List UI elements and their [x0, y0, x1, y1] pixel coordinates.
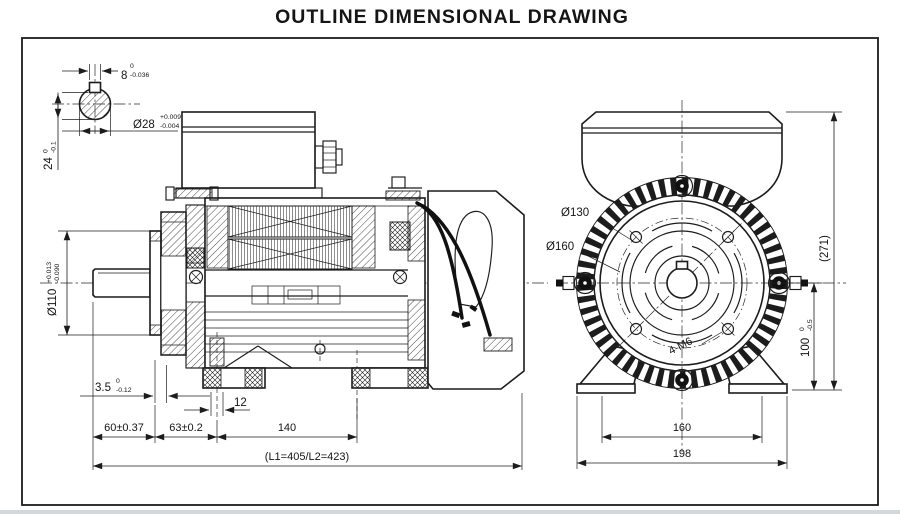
dim-shaft-diameter: Ø28 +0.009 -0.004	[62, 106, 181, 136]
label-flange-diameter: Ø160	[546, 241, 621, 273]
dim-key-height: 24 0 -0.1	[43, 92, 92, 170]
shaft-center-height-label: 100	[800, 338, 812, 357]
mounting-flange	[160, 211, 187, 356]
shaft-center-height-tol-lower: -0.5	[807, 319, 814, 331]
dim-key-width: 8 0 -0.036	[62, 63, 149, 82]
rear-endbell	[407, 205, 426, 262]
shaft-to-foot-label: 63±0.2	[169, 422, 203, 434]
spigot-depth-label: 3.5	[95, 382, 111, 394]
foot-overall-width-label: 198	[673, 448, 691, 460]
key-height-tol-upper: 0	[43, 149, 50, 153]
spigot-diameter-tol-upper: +0.013	[46, 262, 53, 283]
key-width-tol-lower: -0.036	[130, 72, 149, 79]
spigot-circle	[629, 230, 735, 336]
tie-rod-bolts	[165, 176, 422, 201]
dim-spigot-diameter: Ø110 +0.013 -0.090	[46, 230, 150, 336]
spigot-depth-tol-lower: -0.12	[116, 387, 132, 394]
key-height-tol-lower: -0.1	[51, 141, 58, 153]
stator-body	[204, 197, 426, 420]
label-bolt-circle-diameter: Ø130	[561, 207, 634, 242]
motor-feet-side	[202, 367, 429, 389]
foot-hole-width-label: 12	[234, 397, 247, 409]
spigot-diameter-tol-lower: -0.090	[54, 264, 61, 283]
flange-web-arcs	[621, 222, 743, 344]
shaft-diameter-label: Ø28	[133, 119, 155, 131]
front-bearing	[186, 247, 205, 269]
capacitor	[454, 210, 493, 308]
shaft-diameter-tol-upper: +0.009	[160, 114, 181, 121]
dim-spigot-depth: 3.5 0 -0.12	[80, 360, 210, 403]
key-height-label: 24	[43, 157, 55, 170]
bolt-circle-diameter-label: Ø130	[561, 207, 589, 219]
dim-shaft-center-height: 100 0 -0.5	[768, 282, 822, 390]
page-bottom-edge	[0, 510, 900, 514]
end-view: Ø130 Ø160 4-M6 (271) 100 0 -0.5	[546, 100, 846, 469]
flange-diameter-label: Ø160	[546, 241, 574, 253]
page-title: OUTLINE DIMENSIONAL DRAWING	[275, 6, 629, 28]
rear-bearing	[389, 221, 411, 251]
spigot-depth-tol-upper: 0	[116, 378, 120, 385]
capacitor-cover	[415, 190, 525, 390]
dim-foot-hole-width: 12	[184, 392, 250, 416]
dim-bottom-chain: 60±0.37 63±0.2 140 (L1=405/L2=423)	[92, 302, 523, 470]
flange-bolt-holes	[629, 230, 735, 336]
foot-hole-spacing-label: 160	[673, 422, 691, 434]
bolt-circle	[616, 217, 748, 349]
motor-feet-front	[576, 345, 788, 394]
frame-ribs	[205, 311, 408, 353]
shaft-end-circle	[666, 267, 698, 299]
keyway-front	[675, 260, 689, 270]
overall-length-label: (L1=405/L2=423)	[265, 451, 349, 463]
keyway	[88, 81, 102, 94]
nameplate	[251, 285, 341, 305]
shaft-diameter-tol-lower: -0.004	[160, 123, 179, 130]
dim-overall-height: (271)	[786, 111, 842, 391]
front-endbell	[185, 204, 206, 369]
shaft-extension-label: 60±0.37	[104, 422, 144, 434]
dim-foot-widths: 160 198	[576, 396, 788, 469]
flange-spigot	[149, 230, 162, 336]
key-width-label: 8	[121, 70, 127, 82]
stator-windings	[227, 205, 353, 270]
terminal-box-front	[581, 111, 783, 207]
shaft-boss-circle	[654, 255, 710, 311]
shaft-center-height-tol-upper: 0	[799, 327, 806, 331]
rotor-vent-arcs	[643, 244, 721, 322]
spigot-diameter-label: Ø110	[47, 289, 59, 316]
cable-gland	[314, 140, 343, 174]
side-view: Ø110 +0.013 -0.090 3.5 0 -0.12 12	[40, 111, 548, 470]
foot-spacing-label: 140	[278, 422, 296, 434]
terminal-box-side	[175, 111, 343, 199]
drawing-border-frame	[21, 37, 879, 506]
key-width-tol-upper: 0	[130, 63, 134, 70]
shaft-section-detail: 8 0 -0.036 Ø28 +0.009 -0.004 24 0 -0.1	[43, 63, 181, 170]
overall-height-label: (271)	[819, 235, 831, 262]
